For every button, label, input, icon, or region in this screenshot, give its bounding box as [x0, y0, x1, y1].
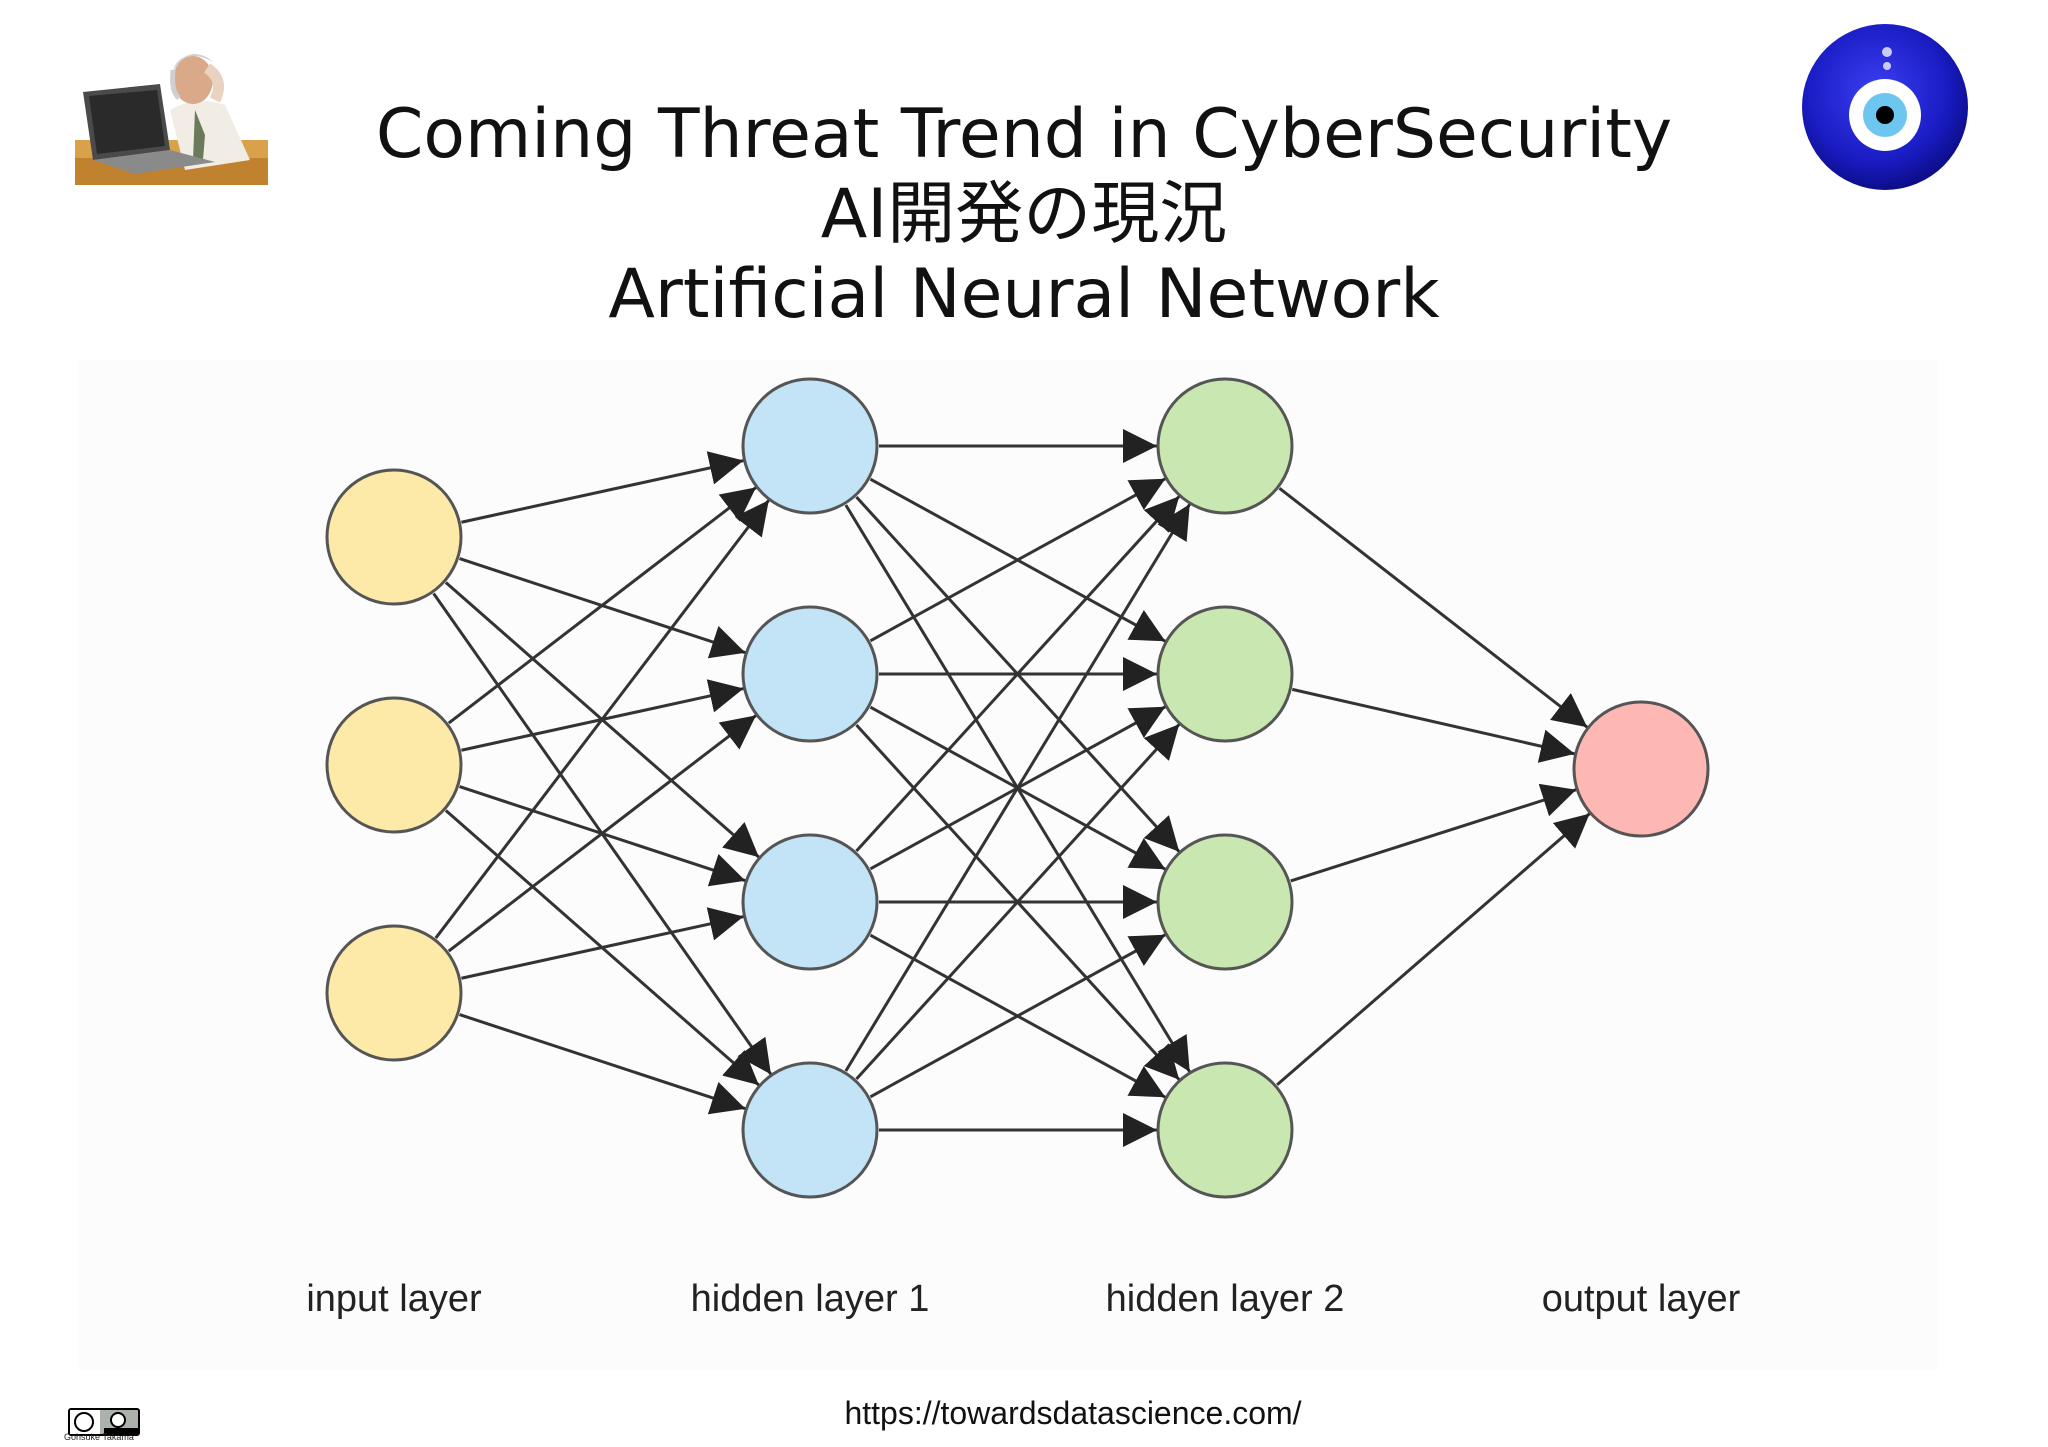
node-layer1-2 — [741, 833, 879, 971]
label-input-layer: input layer — [306, 1278, 482, 1320]
edge-l1-n1-to-l2-n0 — [869, 477, 1167, 643]
edge-l0-n0-to-l1-n0 — [461, 451, 744, 524]
man-at-laptop-photo — [75, 40, 268, 185]
edge-l2-n2-to-l3-n0 — [1290, 783, 1577, 883]
edge-l0-n2-to-l1-n1 — [447, 714, 757, 953]
node-layer1-3 — [741, 1061, 879, 1199]
node-layer2-3 — [1156, 1061, 1294, 1199]
edge-l1-n2-to-l2-n0 — [855, 495, 1181, 852]
label-hidden-layer-1: hidden layer 1 — [690, 1278, 930, 1320]
license-author: Gohsuke Takama — [64, 1432, 134, 1442]
edge-l2-n3-to-l3-n0 — [1276, 812, 1591, 1086]
title-line-3: Artificial Neural Network — [608, 255, 1440, 334]
node-layer0-1 — [325, 696, 463, 834]
cc-license-icon — [68, 1408, 140, 1436]
edge-l0-n2-to-l1-n0 — [434, 499, 771, 939]
source-url: https://towardsdatascience.com/ — [844, 1395, 1302, 1431]
slide-title: Coming Threat Trend in CyberSecurity AI開… — [0, 95, 2048, 335]
label-output-layer: output layer — [1541, 1278, 1741, 1320]
label-hidden-layer-2: hidden layer 2 — [1105, 1278, 1345, 1320]
title-line-2: AI開発の現況 — [820, 175, 1228, 254]
node-layer2-1 — [1156, 605, 1294, 743]
title-line-1: Coming Threat Trend in CyberSecurity — [375, 95, 1673, 174]
edge-l0-n1-to-l1-n0 — [447, 486, 757, 725]
edges — [432, 429, 1591, 1147]
node-layer0-0 — [325, 468, 463, 606]
nodes — [325, 377, 1710, 1199]
edge-l2-n0-to-l3-n0 — [1278, 487, 1589, 729]
evil-eye-icon — [1802, 24, 1968, 190]
edge-l1-n3-to-l2-n0 — [844, 503, 1192, 1072]
node-layer2-2 — [1156, 833, 1294, 971]
node-layer1-0 — [741, 377, 879, 515]
edge-l0-n2-to-l1-n3 — [459, 1013, 746, 1115]
node-layer0-2 — [325, 924, 463, 1062]
node-layer1-1 — [741, 605, 879, 743]
edge-l2-n1-to-l3-n0 — [1291, 687, 1576, 763]
node-layer2-0 — [1156, 377, 1294, 515]
edge-l1-n3-to-l2-n2 — [869, 933, 1167, 1099]
node-layer3-0 — [1572, 700, 1710, 838]
edge-l1-n3-to-l2-n1 — [855, 723, 1181, 1080]
edge-l0-n2-to-l1-n2 — [461, 907, 744, 980]
